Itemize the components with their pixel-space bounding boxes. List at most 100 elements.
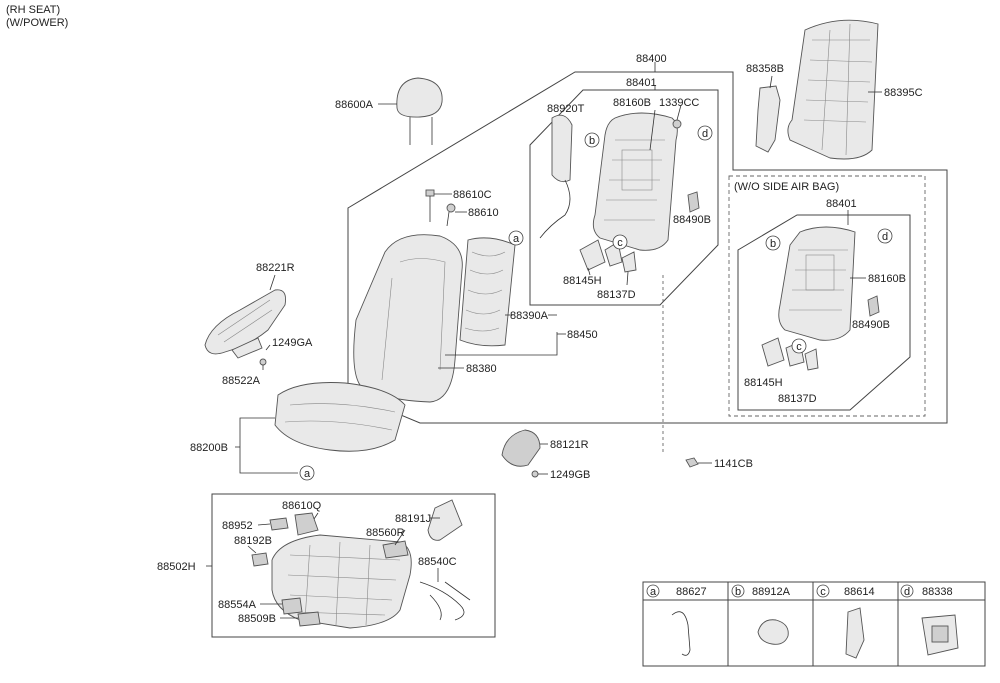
label-88540C: 88540C (418, 556, 457, 568)
inset-frame-outline (737, 214, 911, 411)
label-1339CC: 1339CC (659, 97, 699, 109)
back-pad (459, 237, 516, 347)
inset-label-88160B: 88160B (868, 273, 906, 285)
switch-88610Q (294, 512, 319, 536)
svg-text:c: c (796, 341, 802, 353)
push-clip-icon (757, 619, 789, 645)
frame-box-outline (529, 89, 719, 306)
side-shield (204, 289, 286, 355)
legend-cell-a: a 88627 (646, 584, 707, 656)
label-88200B: 88200B (190, 442, 228, 454)
legend-cell-b: b 88912A (731, 584, 791, 645)
label-88610Q: 88610Q (282, 500, 322, 512)
wiring-harness-88540C (419, 581, 471, 621)
callout-legend-table: a 88627 b 88912A c 88614 d 88338 (642, 581, 986, 667)
recliner-cover (501, 429, 541, 467)
callout-d-inset: d (877, 228, 893, 244)
label-1141CB: 1141CB (714, 458, 753, 470)
screw-1249GA (259, 358, 267, 370)
label-88952: 88952 (222, 520, 253, 532)
callout-a-cushion: a (299, 465, 315, 481)
headrest-guide-88610 (446, 203, 456, 227)
label-88610C: 88610C (453, 189, 492, 201)
header-seat-side: (RH SEAT) (6, 4, 61, 16)
callout-c-inset: c (791, 338, 807, 354)
label-88554A: 88554A (218, 599, 257, 611)
wire-clip-icon (671, 611, 691, 656)
back-cushion (353, 234, 463, 403)
svg-text:b: b (735, 586, 741, 598)
label-88191J: 88191J (395, 513, 431, 525)
svg-text:d: d (702, 128, 708, 140)
svg-text:d: d (882, 231, 888, 243)
knob-cover (231, 337, 263, 359)
header-power-option: (W/POWER) (6, 17, 69, 29)
side-cover (755, 85, 781, 153)
label-88560R: 88560R (366, 527, 405, 539)
callout-b-frame: b (584, 132, 600, 148)
back-frame (592, 112, 678, 251)
module-88554A (281, 597, 303, 615)
label-88502H: 88502H (157, 561, 196, 573)
inset-lumbar-support (867, 295, 880, 317)
harness-cover-88191J (427, 499, 463, 541)
label-88390A: 88390A (510, 310, 549, 322)
svg-text:a: a (650, 586, 657, 598)
cushion-frame-box (211, 493, 496, 638)
label-88490B: 88490B (673, 214, 711, 226)
inset-label-88401: 88401 (826, 198, 857, 210)
legend-cell-c: c 88614 (816, 584, 875, 659)
svg-text:b: b (589, 135, 595, 147)
label-88522A: 88522A (222, 375, 261, 387)
backrest-assembly-outline (347, 71, 948, 424)
label-1249GB: 1249GB (550, 469, 590, 481)
label-88221R: 88221R (256, 262, 295, 274)
label-88509B: 88509B (238, 613, 276, 625)
svg-text:88627: 88627 (676, 586, 707, 598)
inset-label-88137D: 88137D (778, 393, 817, 405)
svg-text:88614: 88614 (844, 586, 875, 598)
lumbar-support (687, 191, 700, 213)
label-88600A: 88600A (335, 99, 374, 111)
label-88145H: 88145H (563, 275, 602, 287)
callout-a-back: a (508, 230, 524, 246)
label-88401: 88401 (626, 77, 657, 89)
inset-label-88490B: 88490B (852, 319, 890, 331)
callout-d-frame: d (697, 125, 713, 141)
svg-text:88912A: 88912A (752, 586, 791, 598)
side-airbag (539, 114, 573, 239)
label-88192B: 88192B (234, 535, 272, 547)
label-88610: 88610 (468, 207, 499, 219)
headrest-guide-88610C (425, 189, 435, 222)
svg-text:b: b (770, 238, 776, 250)
label-88121R: 88121R (550, 439, 589, 451)
svg-text:88338: 88338 (922, 586, 953, 598)
clip-88952 (269, 517, 289, 531)
label-88920T: 88920T (547, 103, 585, 115)
svg-text:a: a (513, 233, 520, 245)
module-88560R (382, 540, 409, 559)
seat-back-cover (787, 19, 879, 160)
cap-88509B (297, 611, 321, 627)
retainer-icon (845, 607, 865, 659)
inset-box-outline (728, 175, 926, 417)
inset-frame-brackets (761, 337, 819, 371)
svg-text:c: c (820, 586, 826, 598)
callout-b-inset: b (765, 235, 781, 251)
callout-c-frame: c (612, 234, 628, 250)
label-1249GA: 1249GA (272, 337, 313, 349)
label-88450: 88450 (567, 329, 598, 341)
label-88395C: 88395C (884, 87, 923, 99)
inset-label-88145H: 88145H (744, 377, 783, 389)
svg-text:a: a (304, 468, 311, 480)
seat-cushion (274, 382, 406, 452)
bolt-1339CC (672, 119, 682, 129)
legend-cell-d: d 88338 (900, 584, 959, 656)
label-88160B: 88160B (613, 97, 651, 109)
seat-cushion-frame (271, 534, 412, 629)
label-88380: 88380 (466, 363, 497, 375)
label-88137D: 88137D (597, 289, 636, 301)
cover-88192B (251, 552, 269, 567)
bolt-1141CB (685, 457, 712, 468)
